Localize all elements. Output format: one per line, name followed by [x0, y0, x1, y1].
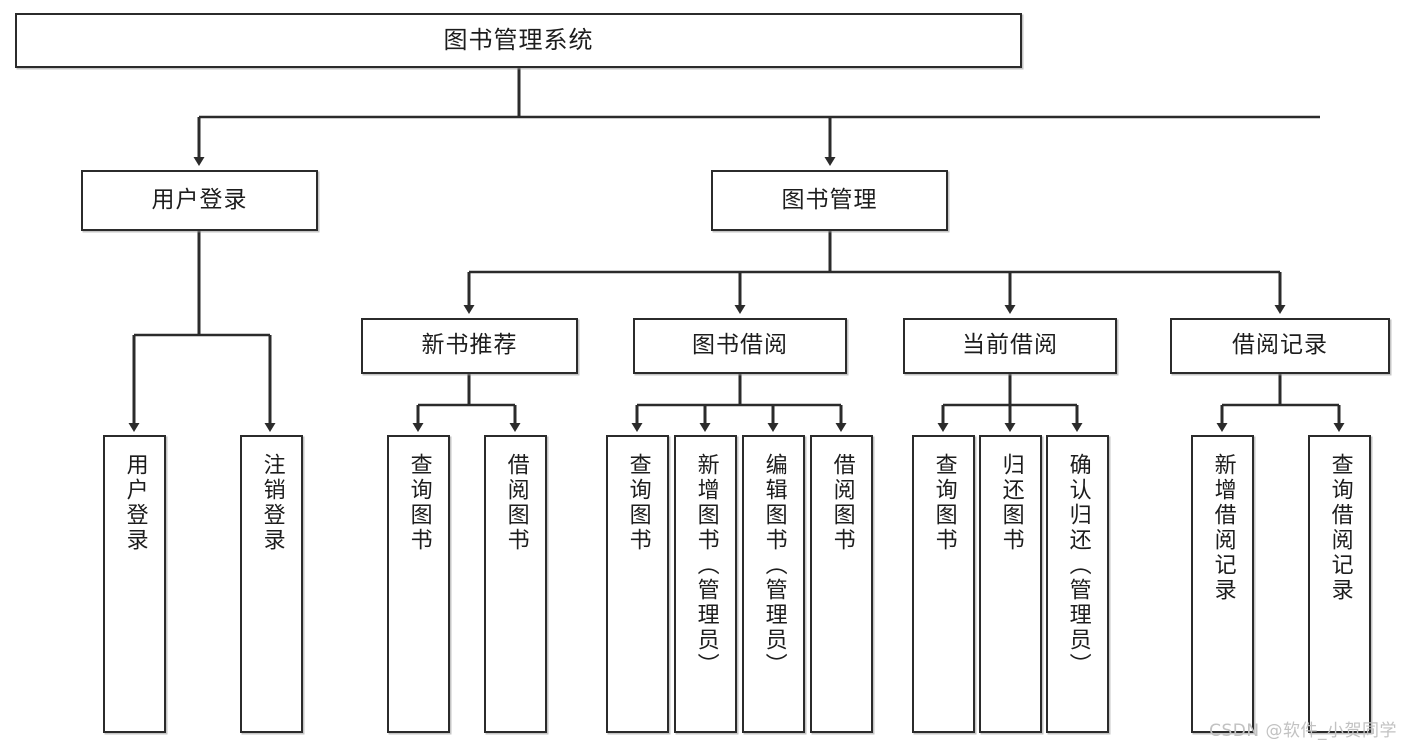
leaf-user-login[interactable]: 用户登录: [103, 435, 166, 733]
leaf-logout[interactable]: 注销登录: [240, 435, 303, 733]
leaf-confirm-return-admin[interactable]: 确认归还（管理员）: [1046, 435, 1109, 733]
node-new-book-recommend-label: 新书推荐: [421, 332, 518, 359]
leaf-return-book-label: 归还图书: [998, 453, 1024, 553]
leaf-query-borrow-record-label: 查询借阅记录: [1327, 453, 1353, 603]
node-new-book-recommend[interactable]: 新书推荐: [361, 318, 578, 374]
leaf-edit-book-admin-label: 编辑图书（管理员）: [761, 453, 787, 678]
leaf-query-book-recommend-label: 查询图书: [406, 453, 432, 553]
leaf-add-borrow-record[interactable]: 新增借阅记录: [1191, 435, 1254, 733]
leaf-edit-book-admin[interactable]: 编辑图书（管理员）: [742, 435, 805, 733]
node-root[interactable]: 图书管理系统: [15, 13, 1022, 68]
leaf-query-book-current-label: 查询图书: [931, 453, 957, 553]
leaf-borrow-book-label: 借阅图书: [829, 453, 855, 553]
node-root-label: 图书管理系统: [443, 26, 594, 55]
node-current-borrow[interactable]: 当前借阅: [903, 318, 1117, 374]
leaf-borrow-book-recommend-label: 借阅图书: [503, 453, 529, 553]
node-book-management[interactable]: 图书管理: [711, 170, 948, 231]
leaf-borrow-book[interactable]: 借阅图书: [810, 435, 873, 733]
csdn-watermark: CSDN @软件_小贺同学: [1209, 721, 1397, 741]
leaf-user-login-label: 用户登录: [122, 453, 148, 553]
leaf-add-book-admin[interactable]: 新增图书（管理员）: [674, 435, 737, 733]
leaf-confirm-return-admin-label: 确认归还（管理员）: [1065, 453, 1091, 678]
leaf-add-borrow-record-label: 新增借阅记录: [1210, 453, 1236, 603]
node-borrow-record-label: 借阅记录: [1232, 332, 1328, 359]
leaf-query-book-recommend[interactable]: 查询图书: [387, 435, 450, 733]
leaf-return-book[interactable]: 归还图书: [979, 435, 1042, 733]
leaf-borrow-book-recommend[interactable]: 借阅图书: [484, 435, 547, 733]
leaf-query-book-current[interactable]: 查询图书: [912, 435, 975, 733]
node-book-management-label: 图书管理: [781, 186, 878, 213]
node-borrow-record[interactable]: 借阅记录: [1170, 318, 1390, 374]
node-user-login-label: 用户登录: [151, 186, 248, 213]
leaf-query-borrow-record[interactable]: 查询借阅记录: [1308, 435, 1371, 733]
leaf-query-book-borrow-label: 查询图书: [625, 453, 651, 553]
node-user-login[interactable]: 用户登录: [81, 170, 318, 231]
leaf-add-book-admin-label: 新增图书（管理员）: [693, 453, 719, 678]
leaf-query-book-borrow[interactable]: 查询图书: [606, 435, 669, 733]
leaf-logout-label: 注销登录: [259, 453, 285, 553]
node-current-borrow-label: 当前借阅: [962, 332, 1058, 359]
node-book-borrow[interactable]: 图书借阅: [633, 318, 847, 374]
node-book-borrow-label: 图书借阅: [692, 332, 788, 359]
